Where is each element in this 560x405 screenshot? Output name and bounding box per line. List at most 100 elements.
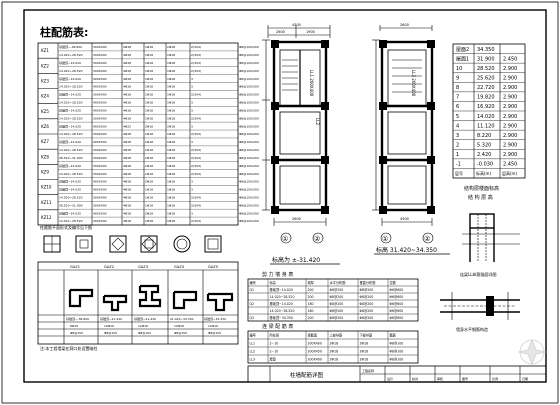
floor-elev-13: -0.030: [477, 162, 493, 168]
wall-row-1-cell-6: Φ6@600: [390, 288, 404, 292]
section-label-3: GAZ3: [138, 265, 148, 269]
column-row-11-cell-1: 基础顶~14.020: [59, 123, 81, 128]
column-row-4-cell-6: 2(3X4): [191, 69, 201, 73]
title-cell-scale: 比例: [492, 376, 498, 381]
column-row-23-cell-2: 300X400: [93, 219, 107, 223]
column-row-4-cell-1: 14.020~28.520: [59, 69, 83, 73]
column-row-14-cell-4: 1Φ18: [145, 148, 153, 152]
column-row-11-cell-4: 2Φ18: [145, 124, 153, 128]
plan-left: 2600 1900 4500 LL1 200X400 LL2 2600: [262, 23, 340, 265]
column-row-10-cell-6: 2(3X4): [191, 116, 201, 120]
floor-height-9: 2.900: [503, 123, 517, 129]
wall-row-5-cell-3: 200: [308, 316, 314, 320]
column-row-5-cell-3: 4Φ18: [123, 77, 131, 81]
column-row-14-cell-7: Φ8@100/200: [239, 148, 259, 152]
wall-row-1-cell-3: 200: [308, 288, 314, 292]
beam-row-1-cell-2: 2~10: [270, 341, 279, 345]
wall-header-6: 拉筋: [390, 280, 396, 285]
wall-row-2-cell-4: Φ8@200: [330, 295, 344, 299]
floor-height-10: 2.900: [503, 133, 517, 139]
title-cell-review: 审核: [437, 376, 443, 381]
column-row-13-cell-7: Φ8@100/200: [239, 140, 259, 144]
beam-row-3-cell-3: 200X400: [308, 357, 322, 361]
column-row-5-cell-4: 1Φ18: [145, 77, 153, 81]
column-row-10-cell-4: 1Φ18: [145, 116, 153, 120]
column-row-17-cell-1: 14.020~28.520: [59, 172, 83, 176]
column-row-21-cell-7: Φ8@100/200: [239, 203, 259, 207]
column-row-19-cell-4: 1Φ18: [145, 188, 153, 192]
column-row-22-cell-4: 2Φ18: [145, 211, 153, 215]
beam-header-4: 上部纵筋: [330, 332, 343, 337]
column-row-18-cell-4: 2Φ18: [145, 180, 153, 184]
column-row-20-cell-5: 1Φ18: [167, 196, 175, 200]
wall-row-4-cell-4: Φ8@200: [330, 309, 344, 313]
plan-left-outer-wall: [272, 40, 328, 212]
detail-wall-horizontal: 墙身水平钢筋构造: [440, 292, 520, 332]
column-mark-5: KZ5: [41, 109, 49, 114]
column-mark-8: KZ8: [41, 154, 49, 159]
floor-elev-12: 2.420: [477, 152, 491, 158]
column-row-20-cell-3: 4Φ18: [123, 196, 131, 200]
svg-text:LL2: LL2: [315, 118, 320, 125]
floor-height-12: 2.900: [503, 152, 517, 158]
wall-row-1-cell-4: Φ8@200: [330, 288, 344, 292]
column-row-14-cell-5: 1Φ18: [167, 148, 175, 152]
column-row-2-cell-4: 1Φ18: [145, 53, 153, 57]
column-row-20-cell-4: 1Φ18: [145, 196, 153, 200]
column-row-18-cell-5: 1Φ18: [167, 180, 175, 184]
floor-no-3: 10: [456, 66, 462, 72]
wall-row-5-cell-4: Φ8@200: [330, 316, 344, 320]
beam-row-3-cell-6: Φ8@100: [390, 357, 404, 361]
section-shape-3: [138, 284, 162, 308]
floor-elev-8: 14.020: [477, 114, 495, 120]
column-row-1-cell-2: 300X400: [93, 45, 107, 49]
beam-row-3-cell-5: 2Φ18: [360, 357, 369, 361]
column-row-9-cell-7: Φ8@100/200: [239, 108, 259, 112]
column-row-14-cell-6: 2(3X4): [191, 148, 201, 152]
column-row-15-cell-1: 28.520~31.900: [59, 156, 83, 160]
column-row-9-cell-4: 1Φ18: [145, 108, 153, 112]
column-row-13-cell-3: 4Φ18: [123, 140, 131, 144]
column-row-4-cell-2: 300X400: [93, 69, 107, 73]
column-row-11-cell-2: 400X500: [93, 124, 107, 128]
beam-row-3-cell-1: LL3: [250, 357, 256, 361]
detail-1-caption: 连梁LL纵筋锚固详图: [460, 271, 496, 277]
column-row-9-cell-3: 4Φ18: [123, 108, 131, 112]
floor-no-7: 6: [456, 104, 459, 110]
column-row-14-cell-3: 4Φ18: [123, 148, 131, 152]
column-row-2-cell-3: 4Φ18: [123, 53, 131, 57]
column-row-6-cell-6: 3: [191, 85, 193, 89]
title-cell-design: 设计: [387, 376, 393, 381]
column-row-7-cell-7: Φ8@100/200: [239, 93, 259, 97]
column-row-19-cell-3: 4Φ18: [123, 188, 131, 192]
column-row-21-cell-5: 1Φ18: [167, 203, 175, 207]
column-row-17-cell-5: 1Φ18: [167, 172, 175, 176]
beam-row-1-cell-5: 2Φ18: [360, 341, 369, 345]
column-row-23-cell-4: 1Φ18: [145, 219, 153, 223]
column-row-2-cell-5: 1Φ18: [167, 53, 175, 57]
wall-row-3-cell-4: Φ8@200: [330, 302, 344, 306]
section-label-5: GAZ5: [208, 265, 218, 269]
section-stirrup-1: Φ8@150: [70, 331, 83, 335]
floor-elev-11: 5.320: [477, 143, 491, 149]
plan-left-stair-hatch: [282, 59, 298, 91]
plan-left-axis-2: ②: [314, 235, 320, 243]
column-schedule-title: 柱配筋表:: [40, 25, 88, 39]
floor-no-9: 4: [456, 123, 459, 129]
column-row-5-cell-2: 400X500: [93, 77, 107, 81]
column-row-1-cell-5: 1Φ18: [167, 45, 175, 49]
wall-row-2-cell-2: 14.020~28.520: [270, 295, 295, 299]
section-shape-4: [172, 290, 198, 310]
column-row-8-cell-7: Φ8@100/200: [239, 101, 259, 105]
plan-left-caption: 标高为 ±-31.420: [272, 256, 320, 264]
beam-row-2-cell-4: 2Φ18: [330, 349, 339, 353]
column-row-23-cell-1: 14.020~28.520: [59, 219, 83, 223]
column-schedule: 柱配筋表: KZ1KZ2KZ3KZ4KZ5KZ6KZ7KZ8KZ9KZ10KZ1…: [37, 25, 259, 230]
floor-elev-10: 8.220: [477, 133, 491, 139]
column-row-10-cell-1: 14.020~28.520: [59, 116, 83, 120]
column-row-23-cell-5: 1Φ18: [167, 219, 175, 223]
beam-row-3-cell-4: 2Φ18: [330, 357, 339, 361]
column-row-18-cell-7: Φ8@100/200: [239, 180, 259, 184]
column-row-12-cell-5: 1Φ18: [167, 132, 175, 136]
